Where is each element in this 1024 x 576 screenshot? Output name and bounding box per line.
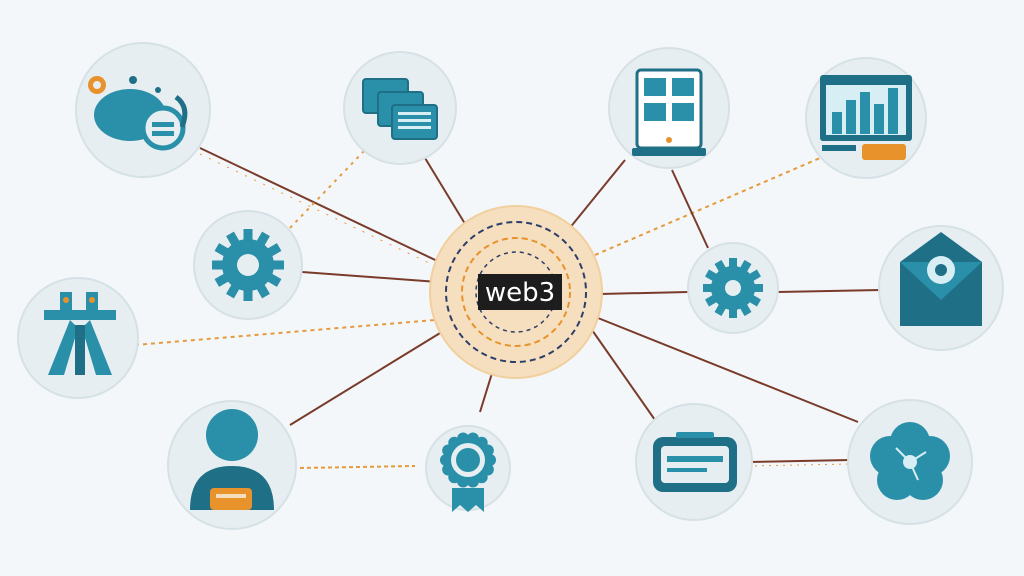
connector-line — [289, 149, 366, 229]
connector-line — [747, 463, 851, 467]
connector-line — [591, 329, 656, 421]
gear-tooth — [729, 258, 737, 270]
connector-line — [424, 157, 471, 233]
node-gear-right — [687, 242, 779, 334]
bar-chart-screen-icon — [820, 75, 912, 160]
envelope-icon — [900, 232, 982, 326]
connector-line — [777, 289, 881, 293]
node-building-network — [17, 277, 139, 399]
piggy-bank-icon — [88, 76, 188, 151]
connector-line — [597, 317, 859, 423]
node-badge — [425, 425, 511, 512]
node-gear-left — [193, 210, 303, 320]
node-bar-chart-screen — [805, 57, 927, 179]
connector-line — [199, 147, 453, 269]
connector-line — [134, 319, 436, 346]
connector-line — [594, 157, 821, 256]
node-envelope — [878, 225, 1004, 351]
documents-icon — [362, 78, 438, 140]
card-reader-icon — [653, 432, 737, 492]
gear-tooth — [729, 306, 737, 318]
gear-icon — [703, 258, 763, 318]
connector-line — [289, 329, 446, 426]
node-documents — [343, 51, 457, 165]
connector-lines — [134, 147, 881, 469]
connector-line — [301, 271, 439, 283]
computer-dashboard-icon — [632, 68, 706, 156]
node-card-reader — [635, 403, 753, 521]
node-flower-network — [847, 399, 973, 525]
badge-icon — [440, 432, 496, 512]
connector-line — [599, 291, 689, 295]
gear-tooth — [243, 229, 253, 243]
gear-tooth — [243, 287, 253, 301]
flower-network-icon — [870, 422, 950, 500]
node-piggy-bank — [75, 42, 211, 178]
connector-line — [671, 169, 709, 249]
hub-label: web3 — [485, 278, 555, 308]
gear-icon — [212, 229, 284, 301]
hub: web3 — [429, 205, 603, 379]
connector-line — [747, 459, 851, 463]
node-user-device — [167, 400, 297, 530]
user-device-icon — [190, 409, 274, 510]
hub-label-box — [478, 274, 562, 310]
building-network-icon — [44, 292, 116, 375]
connector-line — [299, 465, 416, 469]
node-computer-dashboard — [608, 47, 730, 169]
